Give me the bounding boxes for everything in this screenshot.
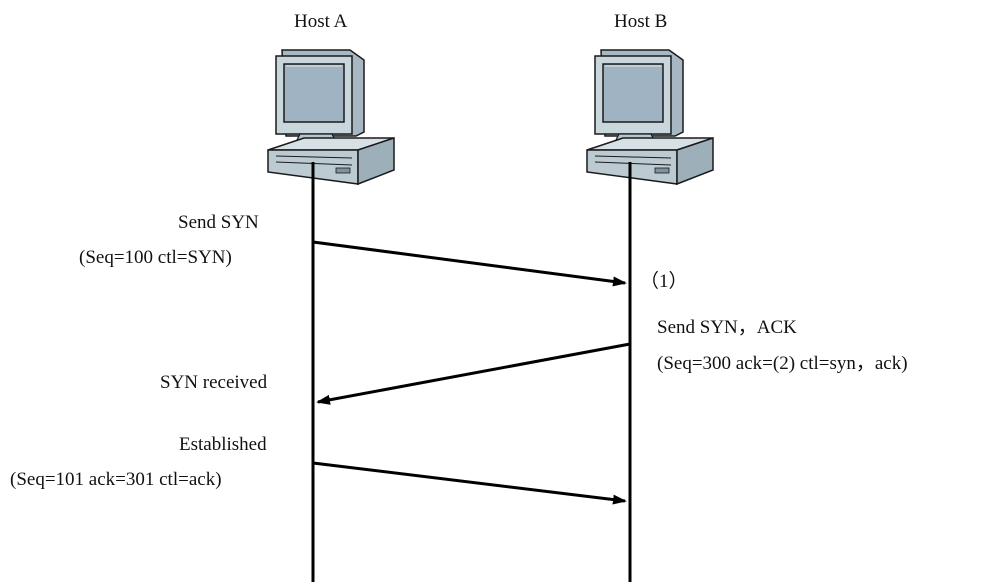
syn-received-label: SYN received: [160, 372, 268, 393]
host-b-label: Host B: [614, 11, 668, 32]
host-a-label: Host A: [294, 11, 348, 32]
established-label: Established: [179, 434, 267, 455]
established-detail: (Seq=101 ack=301 ctl=ack): [10, 469, 222, 490]
host-a-computer-icon: [267, 49, 395, 185]
ack-arrow: [312, 461, 627, 505]
syn-arrow: [312, 240, 627, 287]
syn-ack-arrow: [316, 342, 631, 405]
send-syn-ack-label: Send SYN，ACK: [657, 317, 797, 338]
send-syn-ack-detail: (Seq=300 ack=(2) ctl=syn，ack): [657, 353, 908, 374]
send-syn-detail: (Seq=100 ctl=SYN): [79, 247, 232, 268]
host-b-computer-icon: [586, 49, 714, 185]
send-syn-label: Send SYN: [178, 212, 259, 233]
step-marker-1: （1）: [640, 271, 688, 292]
